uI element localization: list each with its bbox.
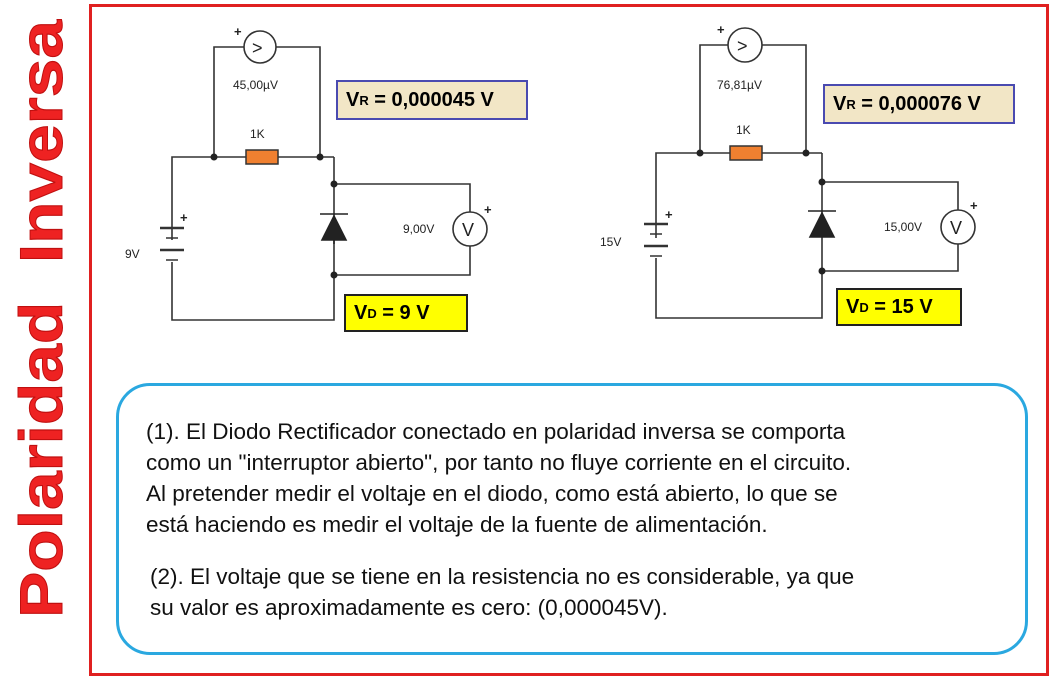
- battery-left-plus: +: [180, 210, 188, 225]
- paragraph-2: (2). El voltaje que se tiene en la resis…: [150, 561, 854, 623]
- vd-right-value: = 15 V: [868, 295, 933, 318]
- voltmeter-left-reading: 9,00V: [403, 222, 434, 236]
- paragraph-1-line-2: como un "interruptor abierto", por tanto…: [146, 450, 852, 475]
- battery-right-label: 15V: [600, 235, 621, 249]
- paragraph-1: (1). El Diodo Rectificador conectado en …: [146, 416, 851, 540]
- resistor-right-label: 1K: [736, 123, 751, 137]
- vr-right-prefix: V: [833, 92, 847, 115]
- side-title: Polaridad Inversa: [8, 19, 76, 619]
- resistor-right: [729, 145, 763, 161]
- voltmeter-left: [452, 211, 488, 247]
- battery-left-label: 9V: [125, 247, 140, 261]
- vr-right-value: = 0,000076 V: [855, 92, 981, 115]
- voltmeter-right-reading: 15,00V: [884, 220, 922, 234]
- voltmeter-left-symbol: V: [462, 220, 474, 240]
- battery-right-plus: +: [665, 207, 673, 222]
- vr-right-sub: R: [846, 96, 856, 112]
- ammeter-right-plus: +: [717, 22, 725, 37]
- vr-left-prefix: V: [346, 88, 360, 111]
- explanation-box: [116, 383, 1028, 655]
- vr-left-value: = 0,000045 V: [368, 88, 494, 111]
- voltmeter-left-plus: +: [484, 202, 492, 217]
- ammeter-left: [243, 30, 277, 64]
- paragraph-2-line-1: (2). El voltaje que se tiene en la resis…: [150, 564, 855, 589]
- resistor-left: [245, 149, 279, 165]
- vd-left-sub: D: [367, 305, 377, 321]
- side-title-text: Polaridad Inversa: [8, 19, 75, 618]
- resistor-left-label: 1K: [250, 127, 265, 141]
- diode-right: [808, 210, 836, 238]
- paragraph-1-line-3: Al pretender medir el voltaje en el diod…: [146, 481, 838, 506]
- vr-left-sub: R: [359, 92, 369, 108]
- paragraph-1-line-1: (1). El Diodo Rectificador conectado en …: [146, 419, 846, 444]
- voltmeter-right-symbol: V: [950, 218, 962, 238]
- ammeter-right-reading: 76,81µV: [717, 78, 762, 92]
- vd-left-value: = 9 V: [376, 301, 430, 324]
- ammeter-left-reading: 45,00µV: [233, 78, 278, 92]
- circuits-diagram: > V > V + + + + + + 45,00µV 1K 9V 9,00V …: [125, 22, 978, 321]
- paragraph-2-line-2: su valor es aproximadamente es cero: (0,…: [150, 595, 668, 620]
- voltmeter-right-plus: +: [970, 198, 978, 213]
- voltmeter-right: [940, 209, 976, 245]
- vd-left-prefix: V: [354, 301, 368, 324]
- vd-right-sub: D: [859, 299, 869, 315]
- ammeter-right-symbol: >: [737, 36, 748, 56]
- ammeter-left-plus: +: [234, 24, 242, 39]
- ammeter-right: [727, 27, 763, 63]
- paragraph-1-line-4: está haciendo es medir el voltaje de la …: [146, 512, 768, 537]
- vd-right-prefix: V: [846, 295, 860, 318]
- content-frame: [89, 4, 1049, 676]
- diode-left: [320, 213, 348, 244]
- ammeter-left-symbol: >: [252, 38, 263, 58]
